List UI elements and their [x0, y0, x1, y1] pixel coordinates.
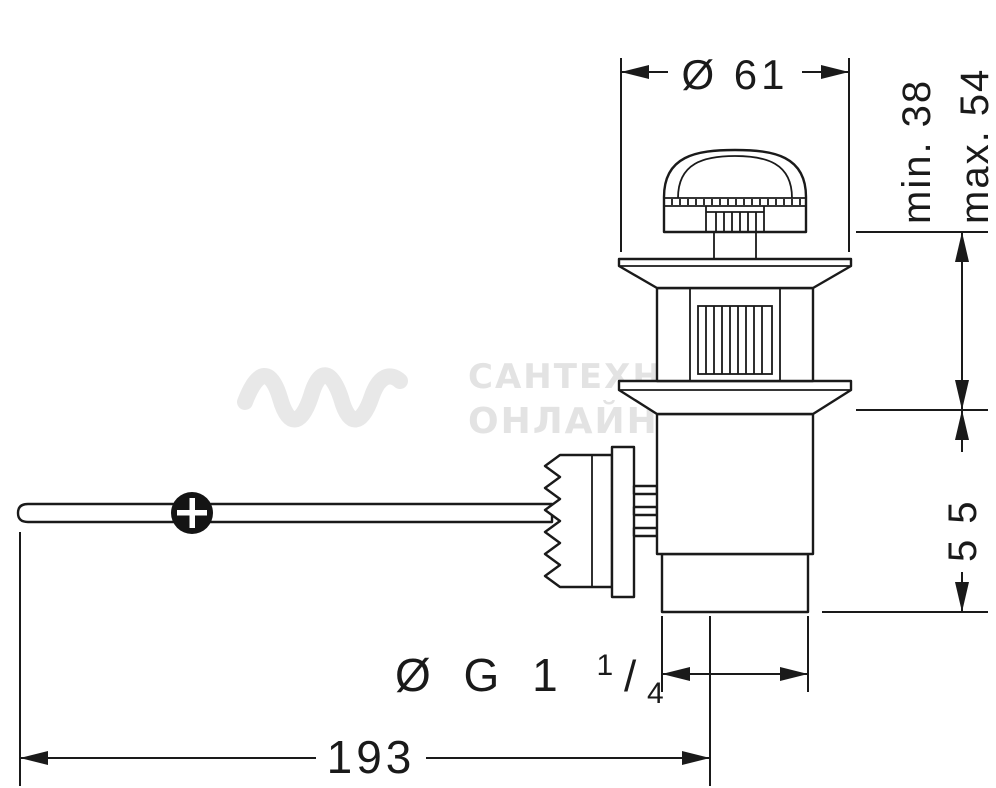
arrow-down [955, 380, 969, 410]
arrow-left [621, 65, 649, 79]
dimension-thread: Ø G 1 1 / 4 [395, 616, 809, 786]
lower-body [655, 412, 815, 556]
locknut [543, 445, 659, 599]
dimension-cap-diameter: Ø 61 [620, 51, 850, 252]
plug-stem [713, 232, 757, 259]
rod-outline [16, 502, 554, 524]
slotted-cage [697, 305, 773, 375]
linkage-pins [632, 484, 659, 538]
pivot-joint [171, 492, 213, 534]
tailpiece [660, 552, 810, 614]
cap-slot [705, 206, 765, 232]
plug-cap-outline [662, 148, 808, 234]
arrow-right [821, 65, 849, 79]
tailpiece-length-label: 55 [941, 486, 985, 563]
dimension-lever-reach: 193 [19, 532, 710, 786]
pivot-screw-cross-icon [177, 498, 207, 528]
lever-rod [16, 492, 554, 534]
arrow-left [662, 667, 690, 681]
arrow-up [955, 410, 969, 440]
dimension-depth-range: min. 38 max. 54 [856, 68, 996, 411]
arrow-down [955, 582, 969, 612]
arrow-right [682, 751, 710, 765]
cap-diameter-label: Ø 61 [681, 51, 788, 98]
cap-knurling [671, 199, 801, 205]
thread-slash: / [624, 652, 637, 701]
dimension-tailpiece-length: 55 [822, 410, 988, 613]
upper-body [655, 286, 815, 383]
lever-reach-label: 193 [327, 731, 416, 783]
arrow-left [20, 751, 48, 765]
watermark-script-icon [237, 367, 408, 428]
min-depth-label: min. 38 [895, 79, 939, 224]
max-depth-label: max. 54 [953, 68, 996, 224]
watermark-line2: ОНЛАЙН [468, 400, 659, 442]
plug-cap [662, 148, 808, 234]
thread-denominator: 4 [647, 677, 664, 710]
thread-prefix: Ø G 1 [395, 649, 568, 701]
nut-collar [610, 445, 636, 599]
knurled-nut-outline [543, 453, 614, 589]
thread-size-label: Ø G 1 1 / 4 [395, 633, 664, 710]
arrow-right [780, 667, 808, 681]
arrow-up [955, 232, 969, 262]
valve-assembly [617, 148, 853, 614]
thread-numerator: 1 [597, 649, 614, 682]
top-flange [617, 257, 853, 290]
lower-flange [617, 379, 853, 416]
